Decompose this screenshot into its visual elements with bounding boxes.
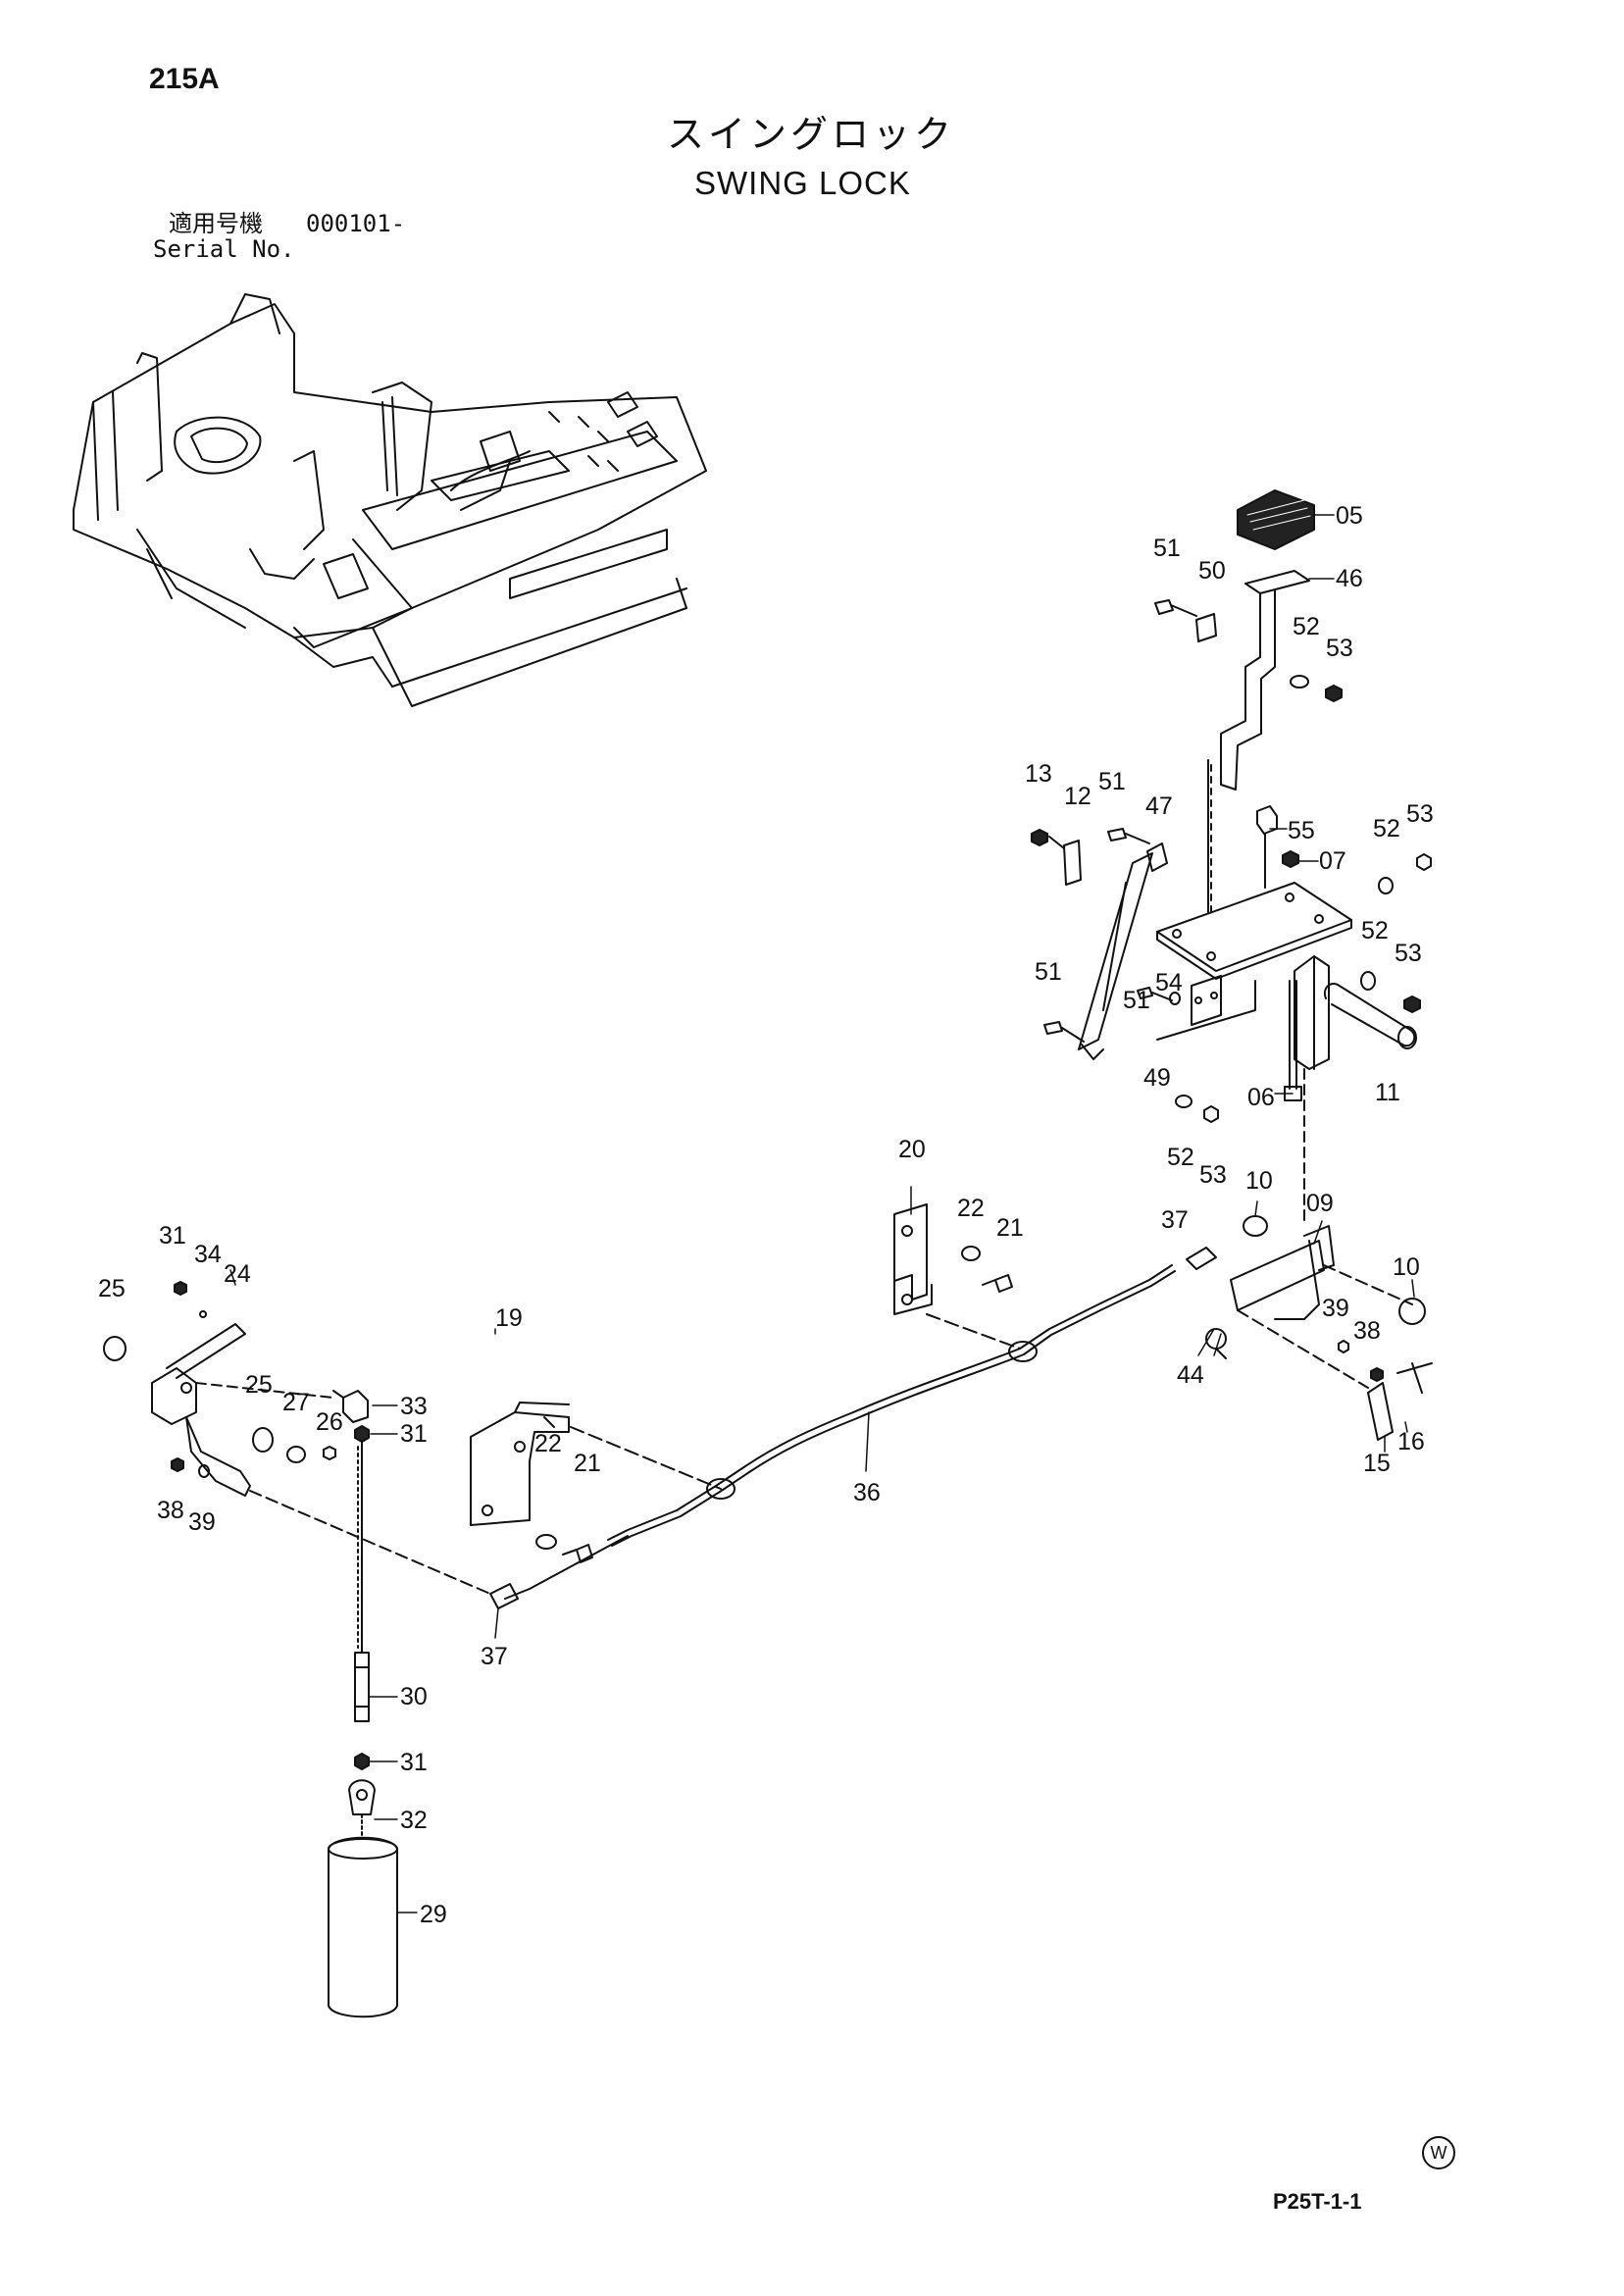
page-number: 215A	[149, 63, 220, 95]
drawing-code: P25T-1-1	[1273, 2189, 1362, 2214]
callout-33: 33	[400, 1393, 428, 1420]
callout-46: 46	[1336, 565, 1363, 592]
upperstructure-frame-illustration	[73, 293, 707, 707]
callout-labels: 05 46 51 50 52 53 13 12 51 47 55 07 52 5…	[98, 502, 1434, 1928]
callout-05: 05	[1336, 502, 1363, 530]
control-cable-36	[489, 1247, 1217, 1609]
callout-31: 31	[400, 1420, 428, 1448]
leader-lines	[229, 514, 1415, 1913]
callout-51: 51	[1098, 768, 1126, 795]
callout-55: 55	[1288, 817, 1315, 844]
callout-24: 24	[224, 1260, 251, 1288]
callout-21: 21	[574, 1450, 601, 1477]
serial-number-value: 000101-	[306, 210, 406, 237]
callout-53: 53	[1326, 635, 1353, 662]
callout-19: 19	[495, 1304, 523, 1332]
callout-09: 09	[1306, 1190, 1334, 1217]
callout-15: 15	[1363, 1450, 1391, 1477]
circled-w-mark: W	[1422, 2136, 1455, 2169]
callout-52: 52	[1167, 1144, 1194, 1171]
callout-26: 26	[316, 1408, 343, 1436]
serial-label-english: Serial No.	[153, 235, 295, 263]
callout-07: 07	[1319, 847, 1346, 875]
callout-25: 25	[98, 1275, 126, 1302]
cylinder-29	[328, 1836, 398, 2018]
callout-51: 51	[1035, 958, 1062, 986]
callout-51: 51	[1153, 535, 1181, 562]
callout-38: 38	[157, 1497, 184, 1524]
title-english: SWING LOCK	[694, 165, 911, 201]
callout-32: 32	[400, 1807, 428, 1834]
callout-50: 50	[1198, 557, 1226, 585]
bolt-51-top	[1154, 599, 1197, 617]
callout-52: 52	[1373, 815, 1400, 842]
title-japanese: スイングロック	[667, 113, 956, 156]
pedal-plate	[1244, 570, 1310, 594]
callout-49: 49	[1143, 1064, 1171, 1092]
callout-52: 52	[1361, 917, 1389, 944]
callout-13: 13	[1025, 760, 1052, 788]
lower-lever-assembly	[103, 1281, 491, 2018]
callout-47: 47	[1145, 792, 1173, 820]
callout-53: 53	[1406, 800, 1434, 828]
callout-44: 44	[1177, 1361, 1204, 1389]
callout-30: 30	[400, 1683, 428, 1710]
pedal-rubber	[1237, 489, 1315, 550]
callout-51: 51	[1123, 987, 1150, 1014]
callout-20: 20	[898, 1136, 926, 1163]
callout-11: 11	[1375, 1079, 1400, 1106]
callout-21: 21	[996, 1214, 1024, 1242]
callout-10: 10	[1393, 1253, 1420, 1281]
callout-22: 22	[957, 1195, 985, 1222]
base-plate	[1156, 882, 1352, 972]
callout-22: 22	[534, 1430, 562, 1457]
bell-crank-09	[1205, 1215, 1433, 1441]
callout-54: 54	[1155, 969, 1183, 996]
bracket-19	[470, 1402, 722, 1563]
callout-10: 10	[1245, 1167, 1273, 1195]
pin-11	[1324, 983, 1416, 1047]
callout-52: 52	[1293, 613, 1320, 640]
callout-34: 34	[194, 1241, 222, 1268]
callout-53: 53	[1395, 940, 1422, 967]
clip	[1195, 613, 1217, 642]
callout-16: 16	[1397, 1428, 1425, 1455]
callout-06: 06	[1247, 1084, 1275, 1111]
callout-37: 37	[481, 1643, 508, 1670]
callout-37: 37	[1161, 1206, 1189, 1234]
callout-27: 27	[282, 1389, 310, 1416]
callout-39: 39	[1322, 1295, 1349, 1322]
callout-53: 53	[1199, 1161, 1227, 1189]
serial-label-japanese: 適用号機	[169, 210, 263, 237]
callout-31: 31	[400, 1749, 428, 1776]
gas-spring	[1078, 852, 1153, 1050]
callout-39: 39	[188, 1508, 216, 1536]
lever-assembly	[1031, 489, 1432, 1227]
callout-29: 29	[420, 1901, 447, 1928]
lever-arm	[1220, 589, 1276, 791]
callout-31: 31	[159, 1222, 186, 1250]
callout-25: 25	[245, 1371, 273, 1399]
bracket-20	[893, 1203, 1021, 1350]
callout-36: 36	[853, 1479, 881, 1506]
callout-12: 12	[1064, 783, 1091, 810]
callout-38: 38	[1353, 1317, 1381, 1345]
